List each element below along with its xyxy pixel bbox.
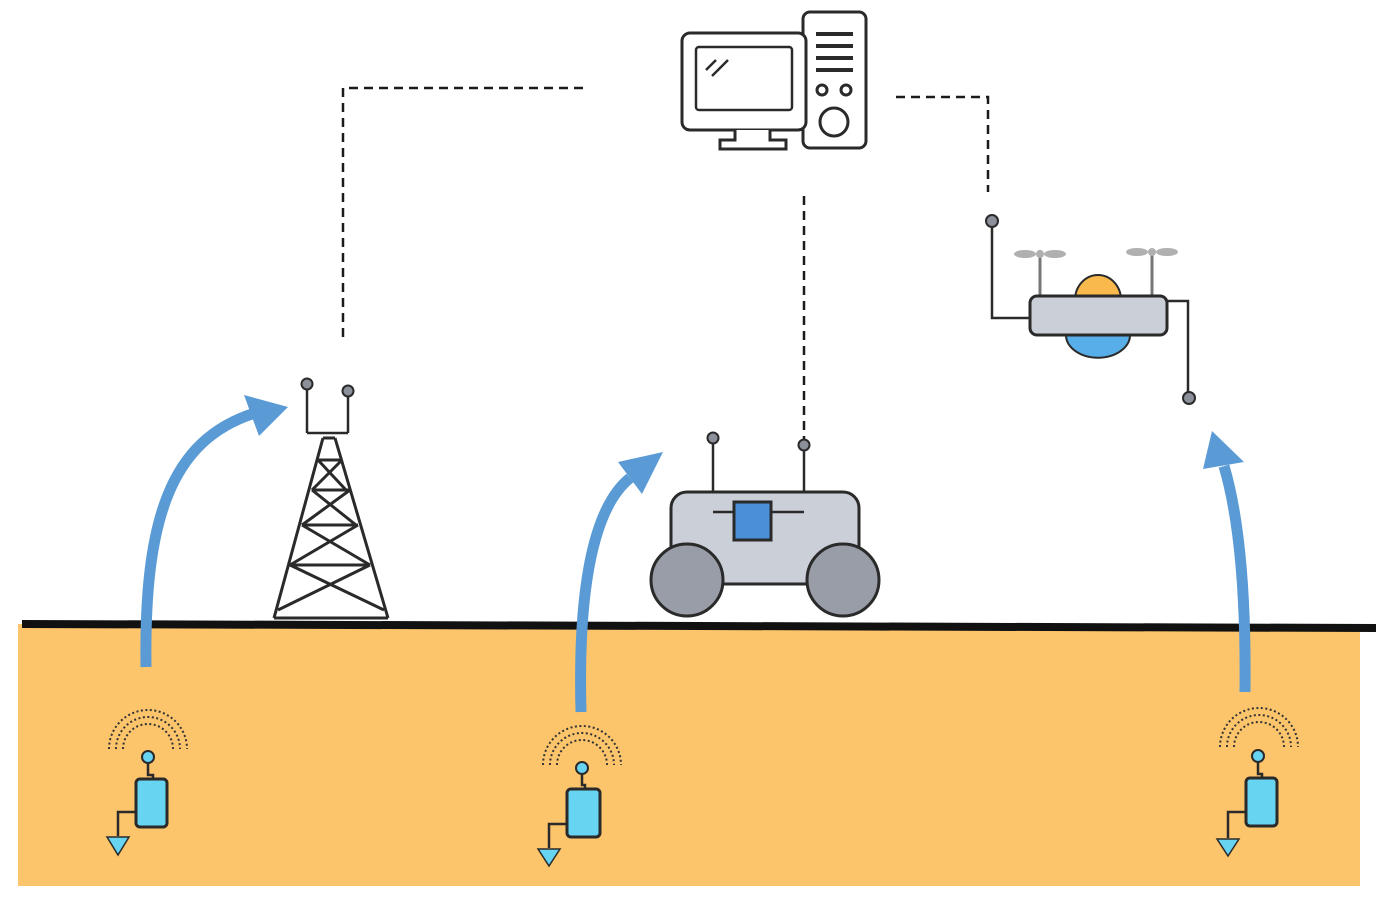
upward-arrow-icon-1	[140, 395, 288, 668]
wireless-signal-icon	[542, 725, 622, 766]
underground-sensor-icon-3	[1215, 707, 1299, 858]
link-computer-to-tower	[341, 86, 583, 338]
sensor-body	[565, 787, 602, 839]
drone-antenna-node-top	[985, 214, 999, 228]
desktop-computer-icon	[680, 10, 868, 151]
drone-antenna-node-bottom	[1182, 391, 1196, 405]
cell-tower-icon	[272, 377, 390, 620]
rover-wheel-left	[649, 542, 725, 618]
drone-dome-bottom	[1064, 334, 1132, 359]
rover-wheel-right	[805, 542, 881, 618]
tower-lattice	[272, 436, 390, 620]
ground-symbol	[1215, 838, 1241, 858]
underground-sensor-icon-2	[536, 725, 622, 868]
wireless-signal-icon	[1219, 707, 1299, 748]
link-computer-to-drone	[896, 95, 990, 192]
drone-body	[1028, 294, 1169, 337]
propeller-left-icon	[1014, 250, 1066, 258]
wireless-signal-icon	[108, 709, 188, 750]
rover-antenna-node-right	[797, 438, 811, 452]
propeller-right-icon	[1126, 248, 1178, 256]
ground-surface-line	[21, 620, 1377, 632]
tower-antenna-node-right	[341, 384, 355, 398]
tower-antenna-node-left	[300, 377, 314, 391]
drone-dome-top	[1073, 274, 1123, 301]
ground-symbol	[105, 836, 131, 857]
soil-layer	[18, 624, 1360, 886]
rover-payload-box	[732, 500, 773, 542]
ground-rover-icon	[649, 431, 881, 618]
ground-symbol	[536, 848, 562, 868]
upward-arrow-icon-2	[575, 452, 663, 713]
rover-antenna-node-left	[706, 431, 720, 445]
sensor-body	[134, 777, 169, 829]
upward-arrow-icon-3	[1203, 431, 1251, 693]
sensor-body	[1244, 776, 1279, 828]
underground-sensor-icon-1	[105, 709, 188, 857]
drone-icon	[985, 214, 1196, 405]
